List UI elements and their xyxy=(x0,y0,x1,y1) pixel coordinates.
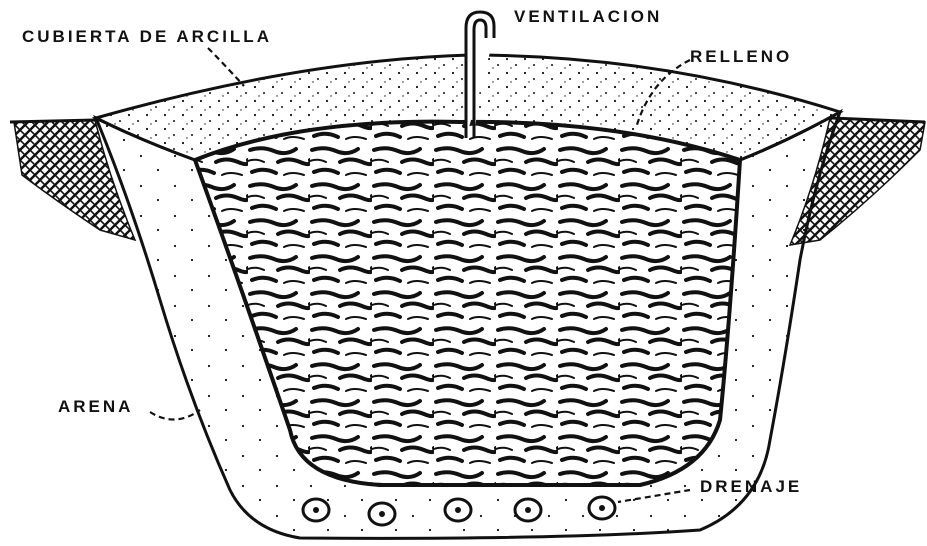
drain-pipe xyxy=(589,497,615,519)
fill-label: RELLENO xyxy=(690,47,792,66)
sand-leader xyxy=(150,410,200,420)
drainage-label: DRENAJE xyxy=(700,477,802,496)
sand-label: ARENA xyxy=(58,397,133,416)
drain-pipe xyxy=(515,499,541,521)
drain-pipe xyxy=(445,499,471,521)
drain-pipe xyxy=(369,503,395,525)
clay-cover-leader xyxy=(208,48,244,86)
clay-cover-label: CUBIERTA DE ARCILLA xyxy=(22,27,272,46)
ventilation-label: VENTILACION xyxy=(514,7,662,26)
drain-pipe xyxy=(303,499,329,521)
